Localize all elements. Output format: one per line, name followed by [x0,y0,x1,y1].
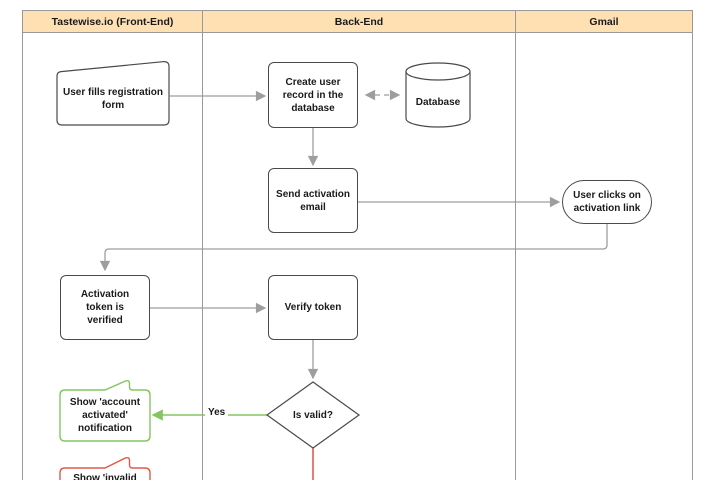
node-create-user-record[interactable]: Create user record in the database [268,62,358,128]
lane-header-gmail[interactable]: Gmail [515,10,693,33]
node-label-create-user-record: Create user record in the database [282,76,344,114]
node-label-invalid-callout: Show 'invalid [73,472,137,480]
node-label-send-activation-email: Send activation email [276,188,350,213]
node-label-user-clicks-link: User clicks on activation link [573,190,641,214]
node-label-database: Database [415,96,461,108]
lane-divider-frontend-backend [202,33,203,480]
node-is-valid-decision[interactable]: Is valid? [265,380,361,450]
node-registration-form[interactable]: User fills registration form [56,60,170,126]
node-invalid-callout[interactable]: Show 'invalid [59,452,151,480]
node-label-verify-token: Verify token [284,302,342,313]
node-label-is-valid: Is valid? [292,409,333,421]
lane-title-backend: Back-End [334,15,384,28]
node-token-verified[interactable]: Activation token is verified [60,275,150,340]
node-account-activated-callout[interactable]: Show 'account activated' notification [59,379,151,443]
node-verify-token[interactable]: Verify token [268,275,358,340]
lane-title-frontend: Tastewise.io (Front-End) [51,15,174,28]
node-label-token-verified: Activation token is verified [80,289,130,326]
lane-header-frontend[interactable]: Tastewise.io (Front-End) [22,10,203,33]
node-user-clicks-link[interactable]: User clicks on activation link [562,180,652,224]
edge-label-yes: Yes [205,407,229,418]
node-label-account-activated: Show 'account activated' notification [69,397,141,434]
node-send-activation-email[interactable]: Send activation email [268,168,358,233]
lane-header-backend[interactable]: Back-End [202,10,516,33]
lane-title-gmail: Gmail [589,15,619,28]
node-database[interactable]: Database [405,62,471,128]
lane-divider-backend-gmail [515,33,516,480]
node-label-registration-form: User fills registration form [62,87,164,111]
